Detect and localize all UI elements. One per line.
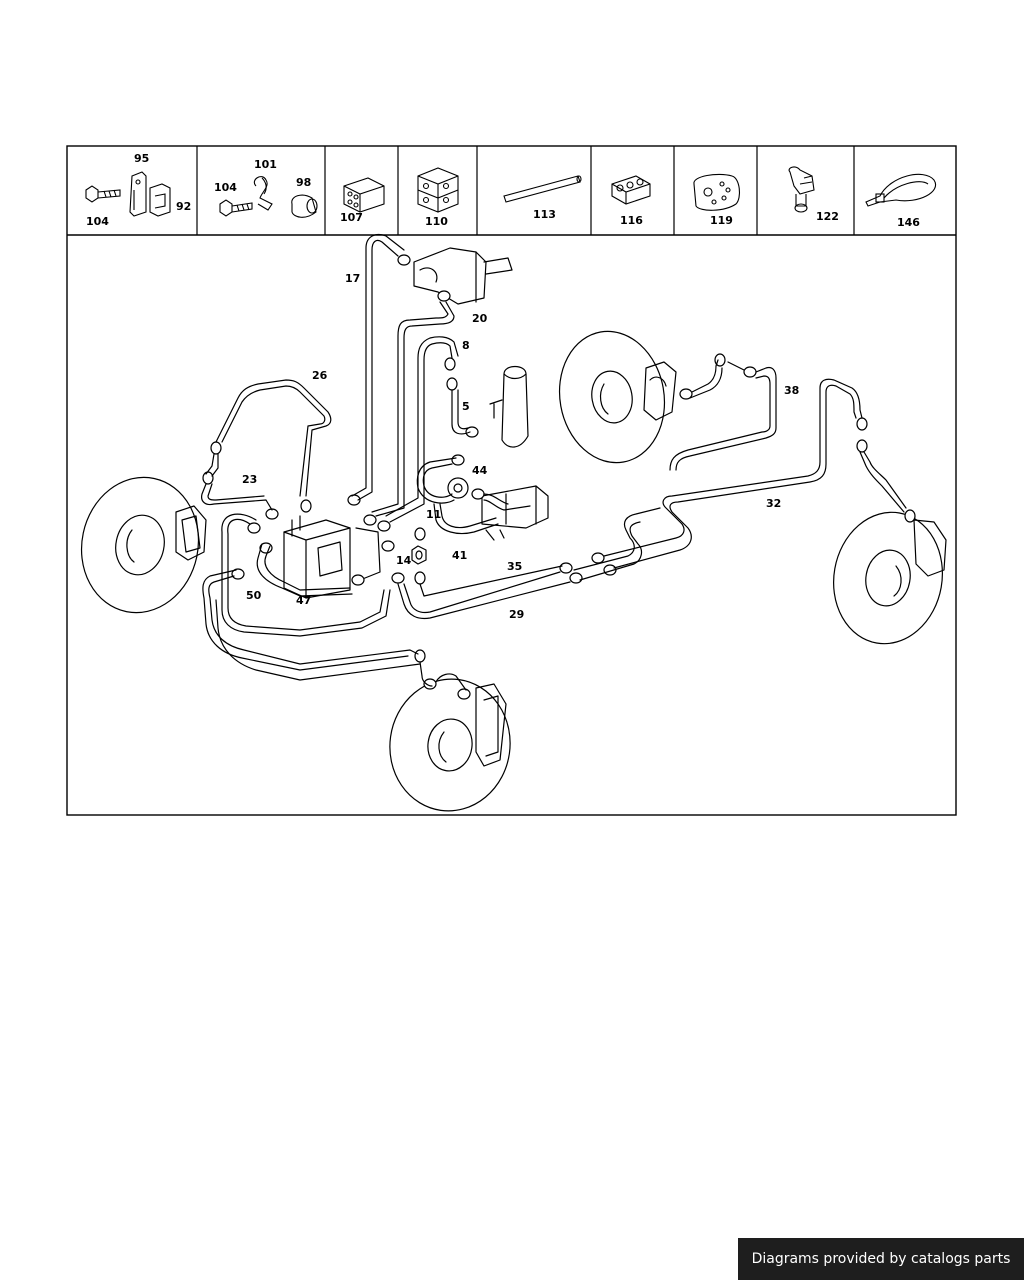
rear-right-brake-disc: [832, 511, 947, 645]
grommet-icon: [291, 194, 318, 218]
callout-44: 44: [472, 464, 488, 477]
parts-strip-cell-dividers: [196, 146, 855, 235]
diagram-credit-banner: Diagrams provided by catalogs parts: [738, 1238, 1024, 1280]
sensor-icon: [788, 166, 815, 213]
clip-icon: [149, 183, 171, 217]
part-label-119: 119: [710, 214, 733, 227]
brake-pump: [447, 477, 549, 541]
front-left-brake-disc: [80, 476, 207, 614]
rear-left-brake-disc: [389, 678, 511, 812]
callout-20: 20: [472, 312, 488, 325]
callout-50: 50: [246, 589, 262, 602]
holder-block-icon: [417, 167, 459, 213]
front-right-brake-disc: [558, 330, 677, 464]
diagram-credit-text: Diagrams provided by catalogs parts: [751, 1251, 1011, 1267]
callout-41: 41: [452, 549, 467, 562]
cable-tie-icon: [865, 173, 937, 207]
line-clip-icon: [253, 176, 273, 211]
callout-14: 14: [396, 554, 412, 567]
part-label-95: 95: [134, 152, 149, 165]
bolt-icon: [219, 199, 253, 217]
part-label-110: 110: [425, 215, 448, 228]
brake-lines: [201, 233, 907, 691]
part-label-98: 98: [296, 176, 311, 189]
callout-47: 47: [296, 594, 311, 607]
master-cylinder: [413, 247, 513, 305]
line-holder-icon: [611, 175, 651, 205]
line-fittings: [202, 254, 916, 700]
part-label-113: 113: [533, 208, 556, 221]
callout-11: 11: [426, 508, 441, 521]
callout-5: 5: [462, 400, 470, 413]
callout-26: 26: [312, 369, 328, 382]
part-label-104-b: 104: [214, 181, 237, 194]
damper-block-icon: [343, 177, 385, 213]
diagram-frame: [66, 145, 957, 816]
callout-23: 23: [242, 473, 257, 486]
part-label-146: 146: [897, 216, 920, 229]
hydraulic-unit: [283, 515, 381, 599]
part-label-104-a: 104: [86, 215, 109, 228]
part-label-107: 107: [340, 211, 363, 224]
fluid-reservoir: [489, 365, 529, 448]
valve-block: [411, 545, 427, 565]
callout-17: 17: [345, 272, 360, 285]
callout-35: 35: [507, 560, 522, 573]
part-label-116: 116: [620, 214, 643, 227]
bracket-icon: [129, 171, 147, 217]
callout-38: 38: [784, 384, 799, 397]
callout-8: 8: [462, 339, 470, 352]
screw-icon: [85, 185, 121, 203]
mounting-plate-icon: [693, 173, 741, 211]
part-label-122: 122: [816, 210, 839, 223]
part-label-92: 92: [176, 200, 191, 213]
callout-29: 29: [509, 608, 524, 621]
protective-hose-icon: [503, 175, 582, 203]
callout-32: 32: [766, 497, 781, 510]
part-label-101: 101: [254, 158, 277, 171]
